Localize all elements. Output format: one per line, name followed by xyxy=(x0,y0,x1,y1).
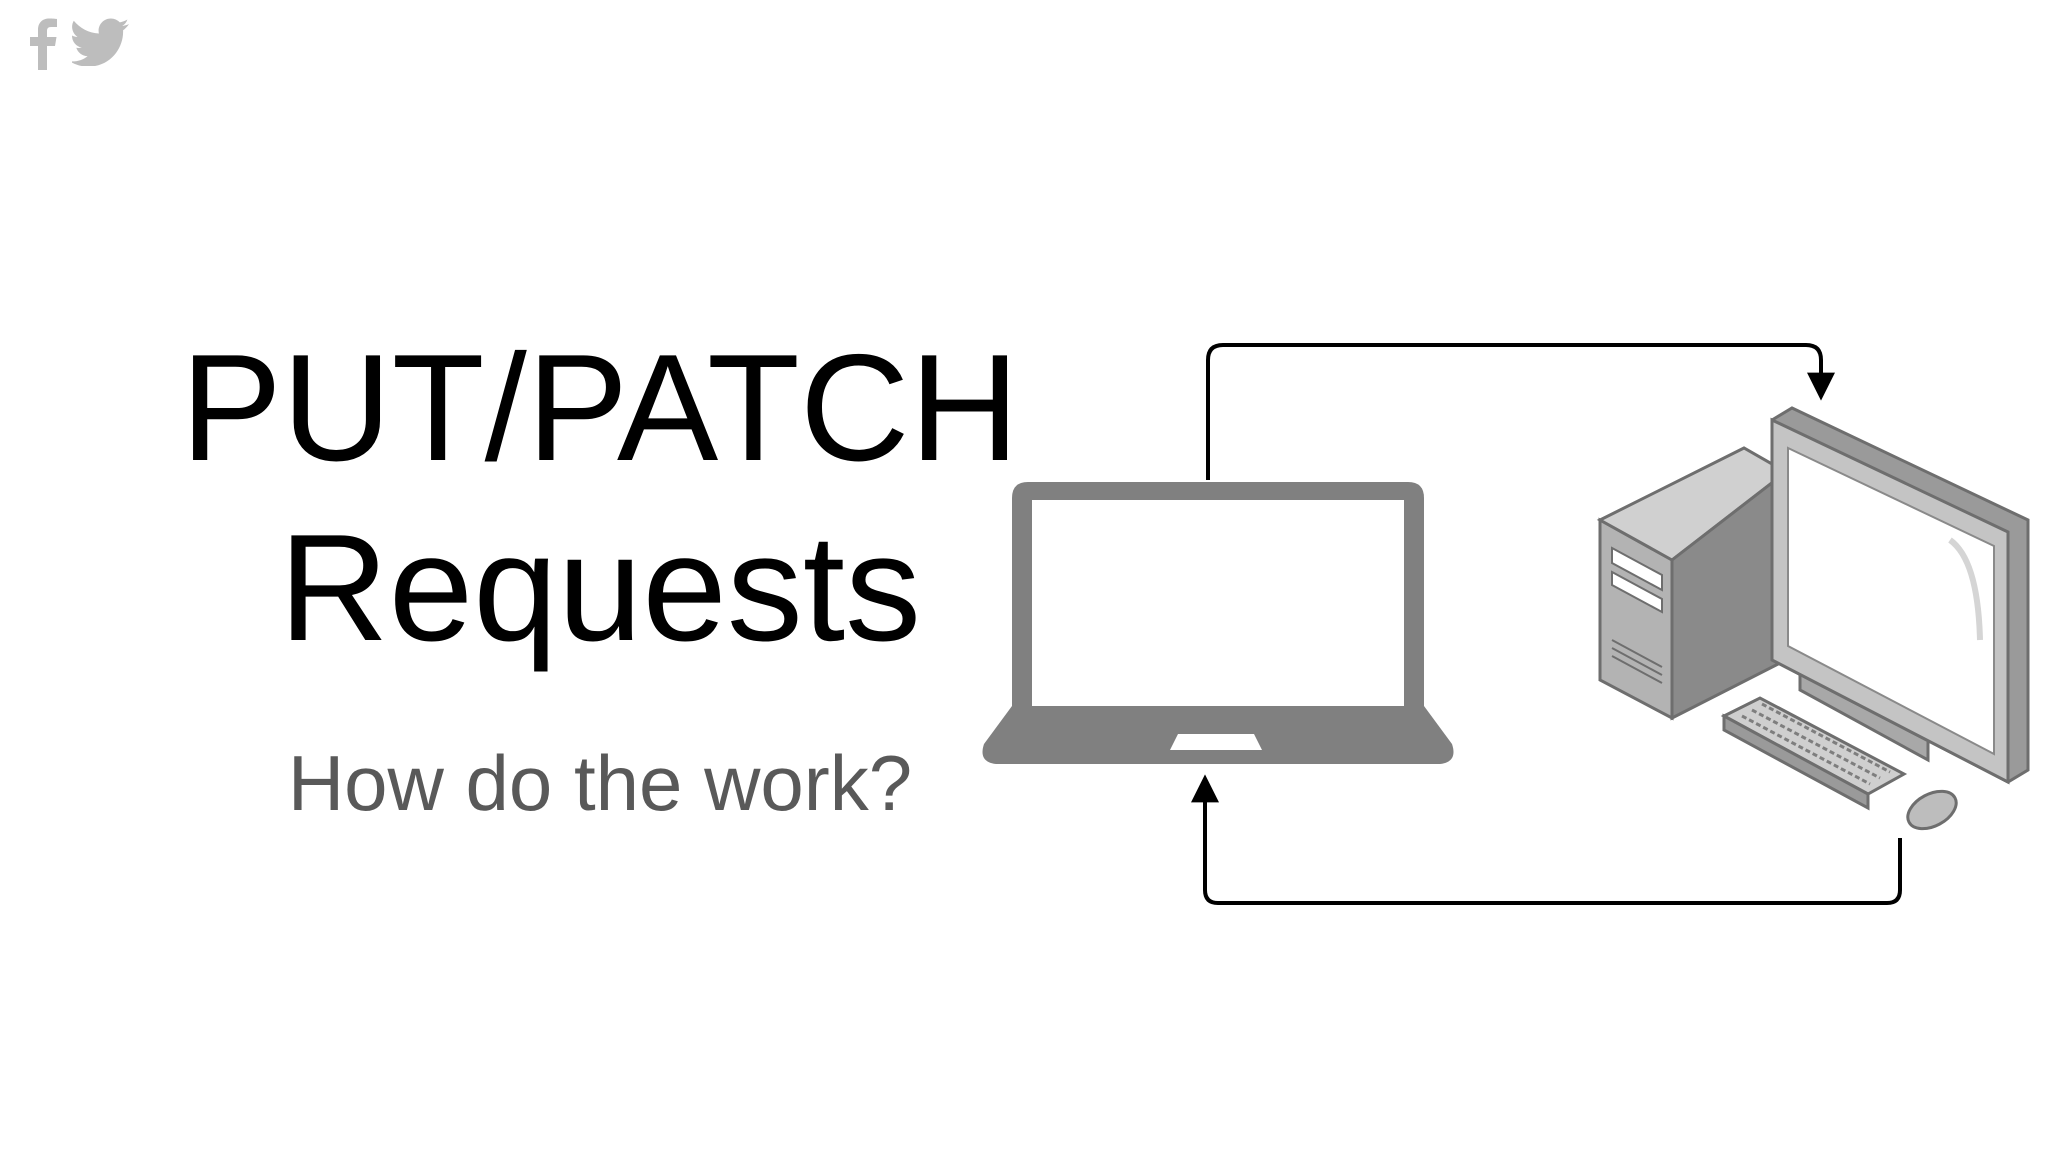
social-links xyxy=(28,18,130,70)
twitter-icon[interactable] xyxy=(72,18,130,66)
desktop-computer-icon xyxy=(1596,406,2030,831)
facebook-icon[interactable] xyxy=(28,18,58,70)
request-arrow xyxy=(1206,343,1835,480)
slide-title-line-1: PUT/PATCH xyxy=(180,323,1020,493)
slide-title: PUT/PATCH Requests xyxy=(80,318,1120,678)
slide-title-line-2: Requests xyxy=(278,503,922,673)
laptop-icon xyxy=(982,482,1454,764)
response-arrow xyxy=(1191,774,1902,905)
client-server-diagram xyxy=(982,343,2030,905)
slide-subtitle: How do the work? xyxy=(287,739,913,827)
